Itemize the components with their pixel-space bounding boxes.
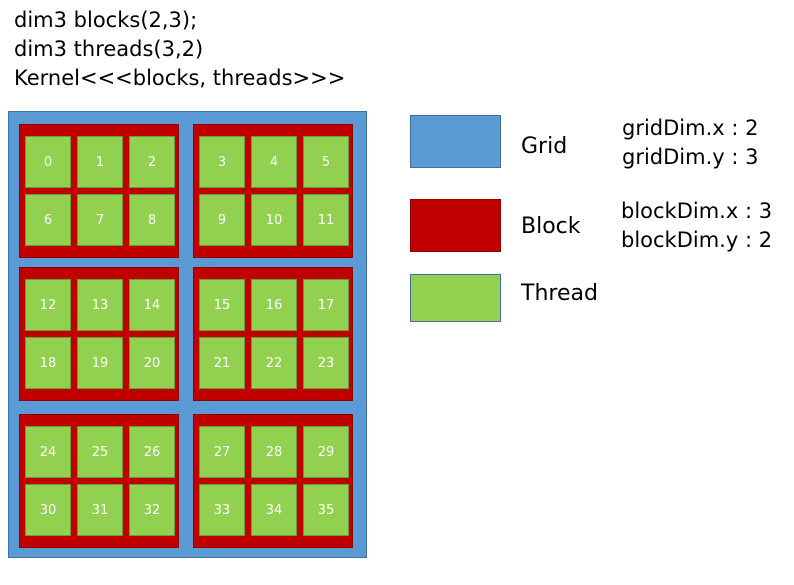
thread: 9 (199, 194, 245, 246)
thread: 23 (303, 337, 349, 389)
grid-label: Grid (521, 134, 568, 159)
code-line: dim3 threads(3,2) (14, 37, 204, 61)
block-dim-y: blockDim.y : 2 (621, 228, 773, 252)
thread: 32 (129, 484, 175, 536)
thread: 18 (25, 337, 71, 389)
grid-dim-x: gridDim.x : 2 (622, 116, 759, 140)
block-dim-x: blockDim.x : 3 (621, 199, 773, 223)
grid-dim-y: gridDim.y : 3 (622, 145, 759, 169)
kernel-code: dim3 blocks(2,3); dim3 threads(3,2) Kern… (14, 6, 345, 93)
thread: 26 (129, 426, 175, 478)
thread: 10 (251, 194, 297, 246)
thread: 6 (25, 194, 71, 246)
thread: 22 (251, 337, 297, 389)
thread: 21 (199, 337, 245, 389)
thread: 14 (129, 279, 175, 331)
thread: 25 (77, 426, 123, 478)
thread: 17 (303, 279, 349, 331)
thread: 24 (25, 426, 71, 478)
thread: 12 (25, 279, 71, 331)
thread: 8 (129, 194, 175, 246)
block-dims: blockDim.x : 3 blockDim.y : 2 (621, 197, 772, 255)
thread: 19 (77, 337, 123, 389)
thread: 11 (303, 194, 349, 246)
thread: 20 (129, 337, 175, 389)
thread: 30 (25, 484, 71, 536)
thread: 0 (25, 136, 71, 188)
thread: 34 (251, 484, 297, 536)
grid-swatch (410, 115, 501, 168)
thread: 35 (303, 484, 349, 536)
thread: 13 (77, 279, 123, 331)
thread: 31 (77, 484, 123, 536)
code-line: dim3 blocks(2,3); (14, 8, 198, 32)
thread: 3 (199, 136, 245, 188)
thread: 29 (303, 426, 349, 478)
thread: 4 (251, 136, 297, 188)
block-swatch (410, 199, 501, 252)
thread-swatch (410, 274, 501, 322)
thread: 1 (77, 136, 123, 188)
thread: 28 (251, 426, 297, 478)
grid-dims: gridDim.x : 2 gridDim.y : 3 (622, 114, 758, 172)
thread: 27 (199, 426, 245, 478)
code-line: Kernel<<<blocks, threads>>> (14, 66, 346, 90)
thread: 5 (303, 136, 349, 188)
thread: 2 (129, 136, 175, 188)
thread: 15 (199, 279, 245, 331)
thread: 7 (77, 194, 123, 246)
thread: 33 (199, 484, 245, 536)
block-label: Block (521, 214, 581, 239)
thread-label: Thread (521, 281, 598, 306)
thread: 16 (251, 279, 297, 331)
